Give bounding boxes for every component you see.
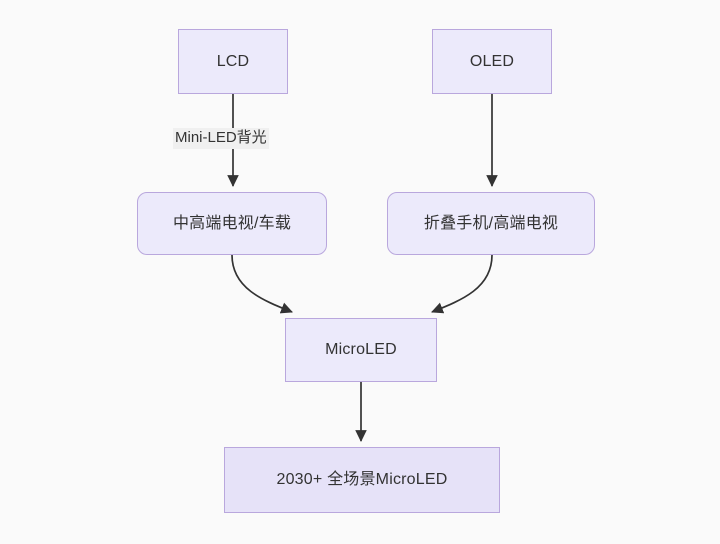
node-microled-label: MicroLED [325, 341, 397, 358]
edge-oled-app-to-microled [431, 254, 493, 314]
node-mid-high-tv-automotive[interactable]: 中高端电视/车载 [137, 192, 327, 255]
node-foldable-phone-premium-tv[interactable]: 折叠手机/高端电视 [387, 192, 595, 255]
node-microled[interactable]: MicroLED [285, 318, 437, 382]
node-future-all-scenario-microled-label: 2030+ 全场景MicroLED [276, 471, 448, 488]
edge-lcd-app-to-microled [231, 254, 293, 314]
node-future-all-scenario-microled[interactable]: 2030+ 全场景MicroLED [224, 447, 500, 513]
edge-label-mini-led-backlight: Mini-LED背光 [173, 128, 269, 149]
node-oled[interactable]: OLED [432, 29, 552, 94]
node-oled-label: OLED [469, 52, 515, 70]
node-mid-high-tv-automotive-label: 中高端电视/车载 [172, 214, 292, 232]
node-lcd[interactable]: LCD [178, 29, 288, 94]
node-foldable-phone-premium-tv-label: 折叠手机/高端电视 [423, 214, 559, 232]
node-lcd-label: LCD [216, 52, 250, 70]
